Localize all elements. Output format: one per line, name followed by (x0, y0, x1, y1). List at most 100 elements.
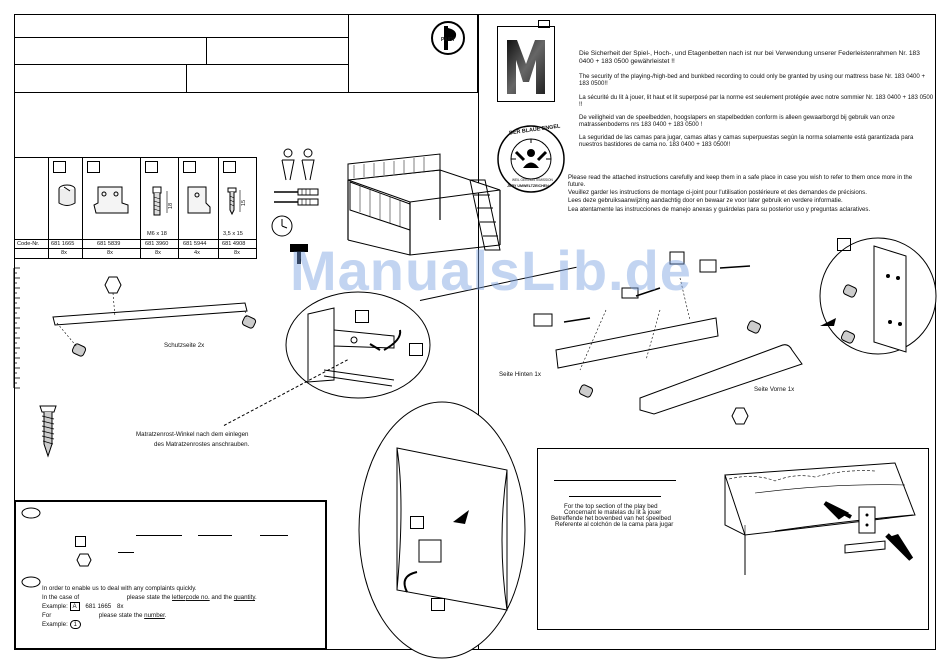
hammer-icon (290, 244, 308, 264)
detail-circle-corner (819, 237, 937, 355)
detail-circle-1 (285, 291, 431, 399)
complaint-example-2: Example: 1 (42, 620, 81, 629)
header-divider (206, 37, 207, 64)
part-size-label: 3,5 x 15 (223, 231, 243, 237)
clock-icon (271, 215, 293, 237)
eco-label-bottom: JURY UMWELTZEICHEN (507, 184, 549, 188)
cam-nut-icon (58, 184, 76, 206)
dim-label-15: 15 (241, 199, 248, 207)
table-col (82, 157, 83, 259)
safety-text-nl: De veiligheid van de speelbedden, hoogsl… (579, 114, 895, 129)
safety-text-en: The security of the playing-/high-bed an… (579, 73, 926, 88)
part-qty: 4x (194, 250, 200, 256)
part-code: 681 4908 (222, 241, 246, 247)
oval-marker-icon (21, 507, 41, 519)
parts-table (14, 157, 257, 259)
part-qty: 8x (234, 250, 240, 256)
right-frame (478, 14, 936, 650)
blank-line (260, 535, 288, 536)
playbed-text-nl: Betreffende het bovenbed van het speelbe… (551, 515, 671, 522)
part-letter-box (87, 161, 100, 173)
playbed-text-fr: Concernant le matelas du lit à jouer (564, 509, 662, 516)
m-letter-icon (507, 40, 545, 94)
ruler (13, 267, 20, 389)
code-row-label: Code-Nr. (17, 241, 40, 247)
complaint-line-1: In order to enable us to deal with any c… (42, 585, 197, 592)
protective-side-rail (52, 276, 257, 357)
safety-text-es: La seguridad de las camas para jugar, ca… (579, 134, 914, 149)
blank-line (569, 496, 661, 497)
schutzseite-label: Schutzseite 2x (164, 342, 205, 349)
table-col (218, 157, 219, 259)
oval-marker-icon (21, 576, 41, 588)
part-qty: 8x (155, 250, 161, 256)
table-col (178, 157, 179, 259)
two-persons-icon (281, 148, 315, 181)
part-code: 681 5839 (97, 241, 121, 247)
side-panels-drawing (533, 251, 803, 425)
seite-hinten-label: Seite Hinten 1x (499, 371, 541, 378)
logo-text: PAIDI (441, 37, 454, 43)
detail-letter-box (410, 516, 424, 529)
detail-letter-box (409, 343, 423, 356)
seite-vorne-label: Seite Vorne 1x (754, 386, 795, 393)
detail-letter-box (431, 598, 445, 611)
part-letter-box (53, 161, 66, 173)
table-col (140, 157, 141, 259)
instruction-text-nl: Lees deze gebruiksaanwijzing aandachtig … (568, 197, 843, 204)
complaint-box (14, 500, 327, 650)
safety-text-de: Die Sicherheit der Spiel-, Hoch-, und Et… (579, 50, 920, 65)
loft-bed-drawing (347, 153, 501, 256)
screwdrivers-icon (274, 188, 319, 206)
playbed-text-en: For the top section of the play bed (564, 503, 658, 510)
bracket-icon (93, 186, 129, 214)
wood-screw-icon (227, 187, 241, 216)
detail-letter-box (355, 310, 369, 323)
playbed-box (537, 448, 929, 630)
part-letter-box (223, 161, 236, 173)
instruction-text-fr: Veuillez garder les instructions de mont… (568, 189, 867, 196)
complaint-line-3: For please state the number. (42, 612, 167, 619)
hexagon-sample-icon (76, 553, 92, 567)
instruction-text-en: Please read the attached instructions ca… (568, 174, 913, 189)
detail-letter-box (837, 238, 851, 251)
dim-label-18: 18 (168, 202, 175, 210)
bolt-m6-icon (152, 186, 168, 216)
table-col (48, 157, 49, 259)
part-size-label: M6 x 18 (147, 231, 167, 237)
blank-line (198, 535, 232, 536)
blank-line (136, 535, 182, 536)
blank-line (118, 552, 134, 553)
part-letter-box (183, 161, 196, 173)
complaint-example-1: Example: A 681 1665 8x (42, 602, 124, 611)
part-code: 681 1665 (51, 241, 75, 247)
instruction-text-es: Lea atentamente las instrucciones de man… (568, 206, 871, 213)
part-qty: 8x (107, 250, 113, 256)
blue-angel-eco-icon (497, 125, 565, 193)
watermark: ManualsLib.de (290, 239, 692, 302)
header-frame (14, 14, 478, 93)
part-letter-box (145, 161, 158, 173)
complaint-line-2: In the case of please state the letter, … (42, 594, 257, 601)
part-code: 681 5944 (183, 241, 207, 247)
eco-label-mid: WEIL GERINGSTEMISSION (512, 178, 553, 182)
large-screw-icon (39, 405, 57, 458)
header-line (14, 64, 348, 65)
mattress-bracket-note-1: Matratzenrost-Winkel nach dem einlegen (136, 431, 249, 438)
table-line (14, 239, 257, 240)
blank-line (554, 480, 676, 481)
header-divider (186, 64, 187, 93)
paidi-logo (431, 21, 465, 55)
part-code: 681 3960 (145, 241, 169, 247)
header-line (14, 37, 348, 38)
detail-circle-mattress (358, 401, 526, 659)
mattress-corner-drawing (724, 462, 916, 575)
table-line (14, 248, 257, 249)
letter-sample-box (75, 536, 86, 547)
header-divider (348, 14, 349, 93)
m-label-tab (538, 20, 550, 28)
mattress-bracket-note-2: des Matratzenrostes anschrauben. (154, 441, 250, 448)
playbed-text-es: Referente al colchón de la cama para jug… (555, 521, 674, 528)
part-qty: 8x (61, 250, 67, 256)
safety-text-fr: La sécurité du lit à jouer, lit haut et … (579, 94, 934, 109)
